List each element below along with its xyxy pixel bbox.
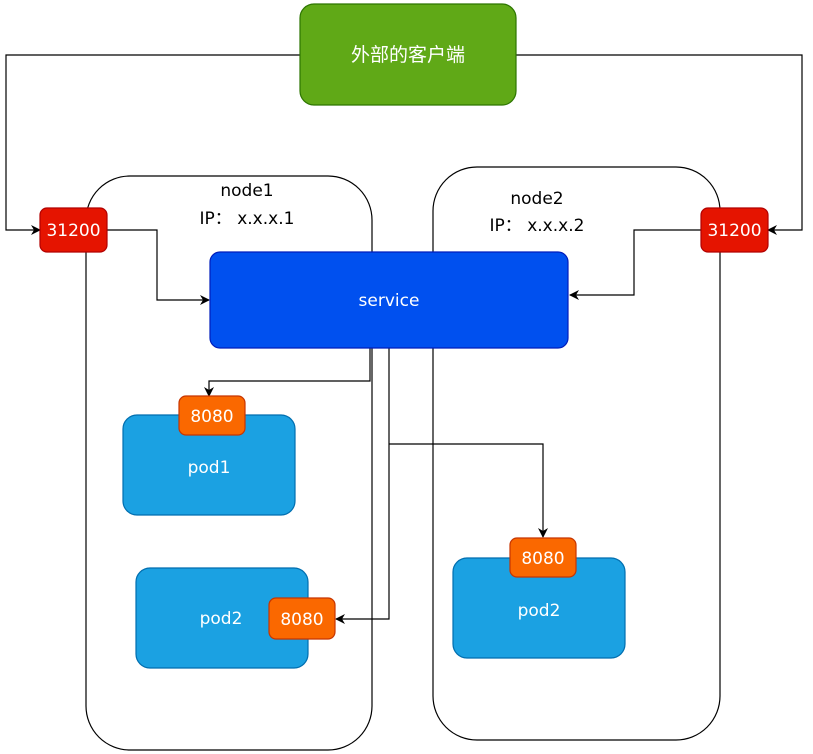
node2-pod2-port-label: 8080 [521,549,564,569]
node1-port-to-service-arrow [107,229,210,305]
node2-pod2-port-badge [509,537,577,578]
node1-port-badge [39,207,108,253]
external-client-label: 外部的客户端 [351,44,465,66]
node1-pod1-label: pod1 [188,458,231,478]
service-label: service [359,291,420,311]
client-to-node2-port-arrow [516,54,803,235]
service-to-node1-pod2-arrow [335,348,390,624]
node1-pod1-port-label: 8080 [190,407,233,427]
service-to-node2-pod2-arrow [389,443,548,538]
node1-pod2-port-label: 8080 [280,610,323,630]
node2-pod2-label: pod2 [518,601,561,621]
node2-port-label: 31200 [707,221,761,241]
node2-name: node2 [510,189,563,209]
service-box [209,251,569,349]
node2-port-to-service-arrow [569,229,701,300]
node1-pod2-label: pod2 [200,609,243,629]
node2-port-badge [700,207,769,253]
node1-pod1-port-badge [178,395,246,436]
node1-name: node1 [220,181,273,201]
node2-ip: IP： x.x.x.2 [490,216,585,236]
node1-port-label: 31200 [46,221,100,241]
service-to-pod1-arrow [204,348,371,397]
node1-pod2-port-badge [268,597,336,640]
external-client-box [299,3,517,106]
connectors [5,54,803,624]
node1-ip: IP： x.x.x.1 [200,209,295,229]
client-to-node1-port-arrow [5,54,300,235]
